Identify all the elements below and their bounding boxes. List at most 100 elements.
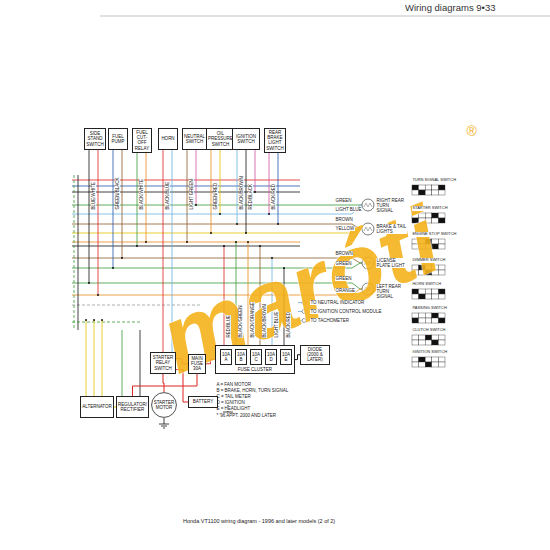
switch-table-cell (425, 294, 432, 299)
switch-table-cell (412, 357, 419, 362)
switch-table-cell (438, 335, 445, 340)
junction-dot (112, 267, 114, 269)
junction-dot (259, 245, 261, 247)
component-name: C (252, 357, 260, 362)
switch-table-cell (425, 335, 432, 340)
lamp-label: RIGHT REAR TURN SIGNAL (376, 198, 407, 214)
junction-dot (277, 223, 279, 225)
fuse-cell: 10AD (265, 349, 277, 365)
battery-box: BATTERY (188, 396, 218, 408)
component-name: B (237, 357, 245, 362)
starter-relay-box: STARTER RELAY SWITCH (150, 352, 176, 374)
wire (94, 320, 95, 396)
wire-color-label: LIGHT GREEN (189, 179, 194, 210)
wire-color-label: BROWN (335, 251, 353, 256)
fuse-legend-text: A = FAN MOTOR (216, 382, 251, 387)
wire (74, 175, 75, 330)
connector-label: CLUTCH SWITCH (412, 328, 446, 333)
junction-dot (136, 245, 138, 247)
fuse-legend-text: D = IGNITION (216, 400, 245, 405)
fuse-legend-text: C = TAIL METER (216, 394, 251, 399)
fuse-cell: 10AB (235, 349, 247, 365)
switch-table-cell (438, 362, 445, 367)
junction-dot (236, 223, 238, 225)
fuel-pump-box: FUEL PUMP (108, 128, 128, 150)
wire-connector (163, 374, 164, 392)
switch-table-cell (438, 340, 445, 345)
wire-color-label: BLACK/RED (271, 184, 276, 210)
switch-table-cell (432, 318, 439, 323)
wire (278, 153, 279, 224)
switch-table-cell (438, 318, 445, 323)
switch-table-cell (425, 340, 432, 345)
switch-box: OIL PRESSURE SWITCH (206, 128, 235, 150)
switch-box: NEUTRAL SWITCH (182, 128, 207, 150)
note-label: TO NEUTRAL INDICATOR (310, 300, 365, 305)
wire (72, 224, 362, 229)
component-name: MAIN FUSE 30A (190, 356, 204, 372)
connector-label: ENGINE STOP SWITCH (412, 232, 457, 237)
wire (72, 246, 300, 247)
component-name: FUEL CUT-OFF RELAY (134, 130, 150, 151)
component-name: 10A (252, 352, 260, 357)
fuse-legend-text: * '96 APPT. 2000 AND LATER (216, 413, 276, 418)
junction-dot (121, 257, 123, 259)
fuse-cell: 10AC (250, 349, 262, 365)
wire-color-label: YELLOW (335, 226, 355, 231)
junction-dot (88, 282, 90, 284)
connector-label: STARTER SWITCH (412, 206, 448, 211)
switch-table-cell (432, 218, 439, 223)
switch-table-cell (438, 213, 445, 218)
switch-table-cell (438, 218, 445, 223)
switch-table-cell (412, 185, 419, 190)
lamp-label: BRAKE & TAIL LIGHTS (376, 224, 407, 234)
junction-dot (85, 319, 87, 321)
wire (161, 426, 167, 427)
relay-box: FUEL CUT-OFF RELAY (132, 128, 152, 153)
junction-dot (101, 319, 103, 321)
wire-color-label: BLACK/WHITE (139, 179, 144, 210)
wire (72, 242, 300, 243)
main-fuse-box: MAIN FUSE 30A (188, 354, 206, 374)
wire-color-label: GREEN (335, 261, 352, 266)
junction-dot (268, 213, 270, 215)
switch-box: REAR BRAKE LIGHT SWITCH (264, 128, 286, 153)
note-label: TO TACHOMETER (310, 318, 349, 323)
junction-dot (97, 294, 99, 296)
junction-dot (219, 213, 221, 215)
wire (102, 320, 103, 396)
figure-caption: Honda VT1100 wiring diagram - 1996 and l… (183, 518, 335, 525)
switch-table-cell (412, 318, 419, 323)
switch-table-cell (438, 313, 445, 318)
junction-dot (93, 319, 95, 321)
starter-motor-circle: STARTER MOTOR (151, 392, 177, 418)
switch-table-cell (432, 190, 439, 195)
component-name: SIDE STAND SWITCH (86, 131, 104, 147)
switch-table-cell (419, 294, 426, 299)
wire (237, 150, 238, 224)
connector-label: HORN SWITCH (412, 282, 441, 287)
wire (122, 150, 123, 258)
fuse-legend-text: B = BRAKE, HORN, TURN SIGNAL (216, 388, 289, 393)
ignition-switch-box: IGNITION SWITCH (232, 128, 260, 150)
wire (246, 150, 247, 233)
wire-color-label: BLACK/GREEN (238, 305, 243, 338)
wire-color-label: RED/BLACK (248, 184, 253, 210)
wire-color-label: GREEN/RED (213, 182, 218, 210)
wire (72, 322, 140, 323)
component-name: NEUTRAL SWITCH (184, 134, 205, 144)
wire-color-label: BLACK/RED (286, 312, 291, 338)
fuse-cell: 10AE (280, 349, 292, 365)
regulator-box: REGULATOR/ RECTIFIER (116, 396, 149, 418)
trademark-sign: ® (466, 124, 477, 138)
switch-table-cell (412, 313, 419, 318)
switch-table-cell (432, 340, 439, 345)
switch-table-cell (419, 340, 426, 345)
wire-color-label: BLACK/ORANGE (250, 302, 255, 338)
wire-color-label: BROWN (335, 217, 353, 222)
connector-label: DIMMER SWITCH (412, 258, 446, 263)
wire-color-label: LIGHT BLUE (274, 311, 279, 338)
switch-table-cell (438, 185, 445, 190)
component-name: DIODE (2000 & LATER) (302, 347, 328, 363)
